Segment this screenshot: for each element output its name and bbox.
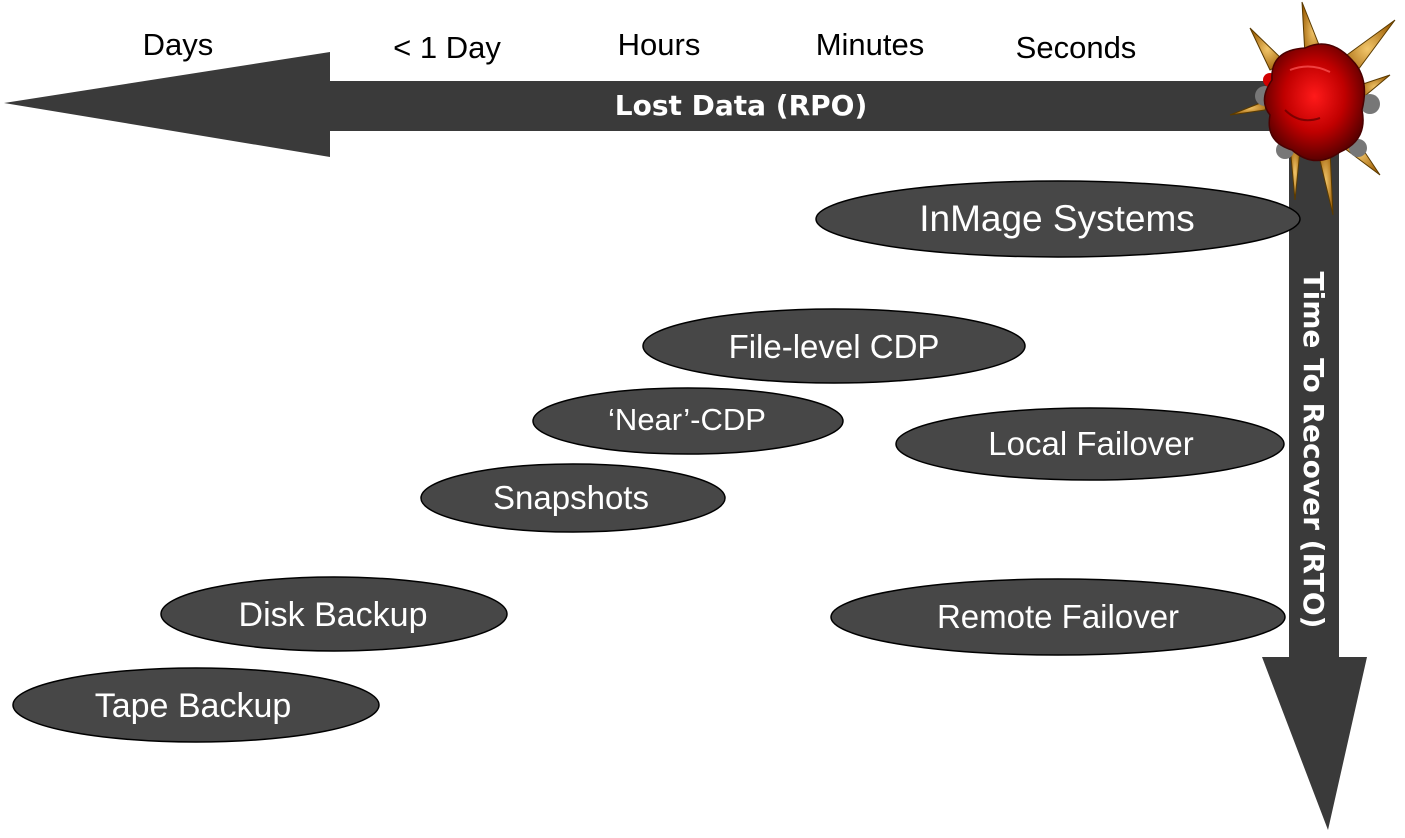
scale-label-seconds: Seconds (1016, 30, 1137, 65)
solution-label-remote-failover: Remote Failover (937, 598, 1179, 635)
explosion-burst-icon (1229, 1, 1396, 216)
rto-axis-label: Time To Recover (RTO) (1297, 272, 1330, 629)
scale-label-hours: Hours (618, 27, 701, 62)
solution-remote-failover: Remote Failover (830, 578, 1286, 656)
solution-file-level-cdp: File-level CDP (642, 308, 1026, 384)
solution-label-local-failover: Local Failover (988, 425, 1193, 462)
solution-disk-backup: Disk Backup (160, 576, 508, 652)
scale-label-minutes: Minutes (816, 27, 925, 62)
solution-label-inmage-systems: InMage Systems (919, 198, 1195, 239)
solution-ovals: InMage Systems File-level CDP ‘Near’-CDP… (12, 180, 1301, 743)
rto-axis: Time To Recover (RTO) (1262, 90, 1367, 830)
scale-label-less-than-one-day: < 1 Day (393, 30, 501, 65)
solution-snapshots: Snapshots (420, 463, 726, 533)
solution-label-disk-backup: Disk Backup (239, 596, 428, 634)
solution-near-cdp: ‘Near’-CDP (532, 387, 844, 455)
rpo-axis: Lost Data (RPO) (4, 52, 1300, 157)
solution-label-tape-backup: Tape Backup (95, 687, 292, 725)
rpo-axis-label: Lost Data (RPO) (615, 89, 868, 122)
solution-tape-backup: Tape Backup (12, 667, 380, 743)
solution-local-failover: Local Failover (895, 407, 1285, 481)
scale-label-days: Days (143, 27, 214, 62)
rto-arrow (1262, 90, 1367, 830)
solution-label-snapshots: Snapshots (493, 479, 649, 516)
time-scale: Days < 1 Day Hours Minutes Seconds (143, 27, 1137, 65)
rpo-arrow (4, 52, 1300, 157)
solution-label-file-level-cdp: File-level CDP (729, 328, 940, 365)
solution-inmage-systems: InMage Systems (815, 180, 1301, 258)
solution-label-near-cdp: ‘Near’-CDP (608, 402, 766, 437)
